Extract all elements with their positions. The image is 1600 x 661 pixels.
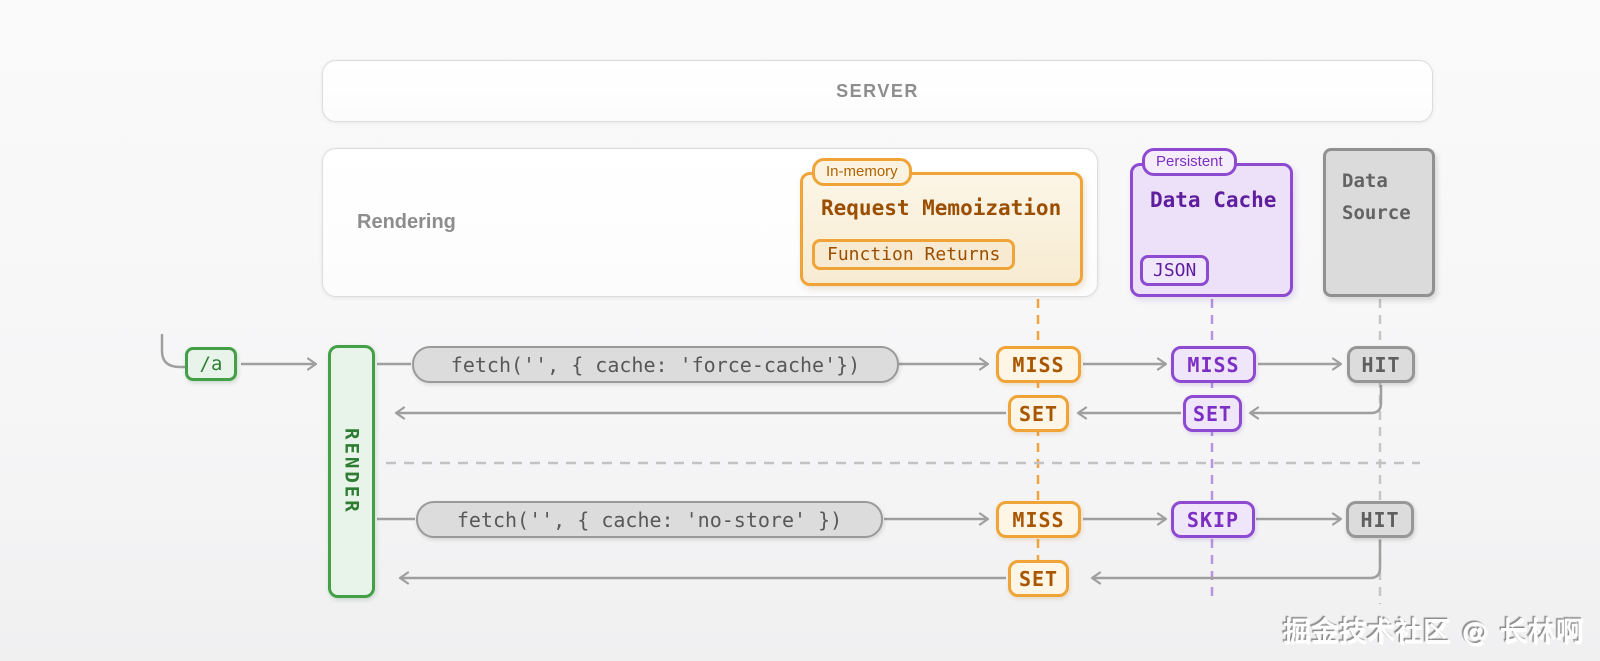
data-source-hit-badge-1: HIT [1347, 346, 1415, 383]
memoization-miss-badge-1: MISS [996, 346, 1081, 383]
data-cache-set-badge: SET [1183, 395, 1242, 432]
render-bar: RENDER [328, 345, 375, 598]
data-source-title: Data Source [1342, 170, 1411, 224]
fetch-no-store-pill: fetch('', { cache: 'no-store' }) [416, 501, 883, 538]
fetch-force-cache-pill: fetch('', { cache: 'force-cache'}) [412, 346, 899, 383]
function-returns-badge: Function Returns [812, 239, 1016, 270]
json-badge: JSON [1140, 255, 1210, 286]
persistent-tag: Persistent [1142, 148, 1237, 176]
memoization-miss-badge-2: MISS [996, 501, 1081, 538]
data-cache-skip-badge: SKIP [1171, 501, 1255, 538]
watermark-text: 掘金技术社区 @ 长林啊 [1283, 617, 1584, 648]
data-cache-miss-badge: MISS [1171, 346, 1256, 383]
server-panel: SERVER [322, 60, 1433, 122]
data-source-panel: Data Source [1323, 148, 1435, 297]
entry-hook [160, 333, 188, 369]
route-a-badge: /a [185, 347, 237, 381]
data-cache-title: Data Cache [1150, 188, 1277, 212]
in-memory-tag: In-memory [812, 158, 912, 186]
server-label: SERVER [836, 80, 919, 101]
memoization-set-badge-2: SET [1008, 560, 1069, 597]
data-source-hit-badge-2: HIT [1346, 501, 1414, 538]
rendering-label: Rendering [357, 211, 456, 233]
request-memoization-title: Request Memoization [821, 196, 1062, 220]
memoization-set-badge-1: SET [1008, 395, 1069, 432]
render-bar-label: RENDER [340, 428, 363, 515]
